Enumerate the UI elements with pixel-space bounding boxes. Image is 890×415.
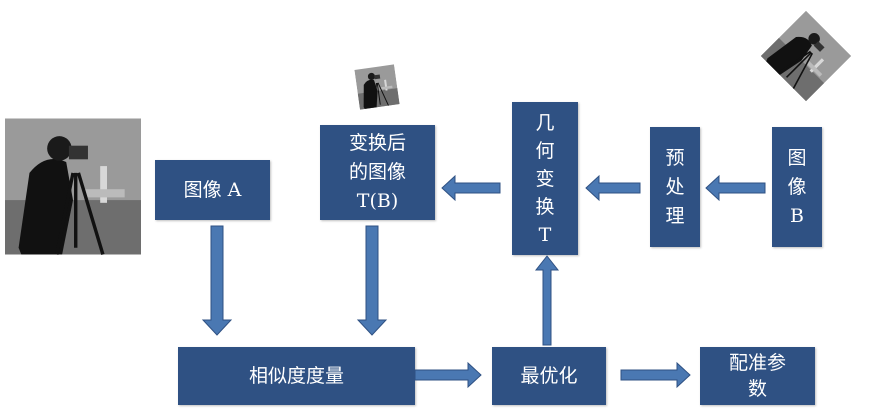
transformed-label-line: 变换后 — [348, 132, 406, 154]
transform-label-char: 几 — [535, 111, 555, 134]
transform-label-char: T — [538, 223, 552, 246]
transformed-label-line: T(B) — [356, 190, 399, 212]
transform-label-char: 何 — [535, 139, 555, 162]
image-b-label-char: 像 — [787, 175, 807, 198]
image-b-label-char: B — [790, 204, 804, 227]
registration-params-box: 配准参 数 — [700, 347, 815, 405]
params-label-line: 配准参 — [728, 352, 786, 374]
preprocess-label-char: 理 — [665, 204, 685, 227]
geometric-transform-box: 几 何 变 换 T — [512, 102, 578, 255]
arrow-left-image-b — [705, 174, 766, 202]
transform-label-char: 变 — [535, 167, 555, 190]
preprocess-label-char: 处 — [665, 175, 685, 198]
transform-label-char: 换 — [535, 195, 555, 218]
optimization-label: 最优化 — [520, 364, 578, 387]
optimization-box: 最优化 — [492, 347, 606, 405]
arrow-right-optimize — [620, 361, 691, 389]
preprocess-label-char: 预 — [665, 146, 685, 169]
image-b-box: 图 像 B — [772, 127, 822, 247]
similarity-label: 相似度度量 — [248, 364, 344, 387]
similarity-measure-box: 相似度度量 — [178, 347, 415, 405]
arrow-left-preprocess — [585, 174, 641, 202]
arrow-down-tb — [356, 225, 388, 336]
arrow-up-optimize — [534, 255, 560, 346]
transformed-image-box: 变换后 的图像 T(B) — [320, 125, 435, 220]
transformed-label-line: 的图像 — [348, 161, 406, 183]
image-a-box: 图像 A — [155, 160, 270, 220]
arrow-left-transform — [441, 174, 501, 202]
preprocess-box: 预 处 理 — [650, 127, 700, 247]
image-a-label: 图像 A — [183, 178, 242, 201]
arrow-right-similarity — [414, 361, 482, 389]
params-label-line: 数 — [747, 378, 767, 400]
arrow-down-a — [201, 225, 233, 336]
image-b-label-char: 图 — [787, 146, 807, 169]
